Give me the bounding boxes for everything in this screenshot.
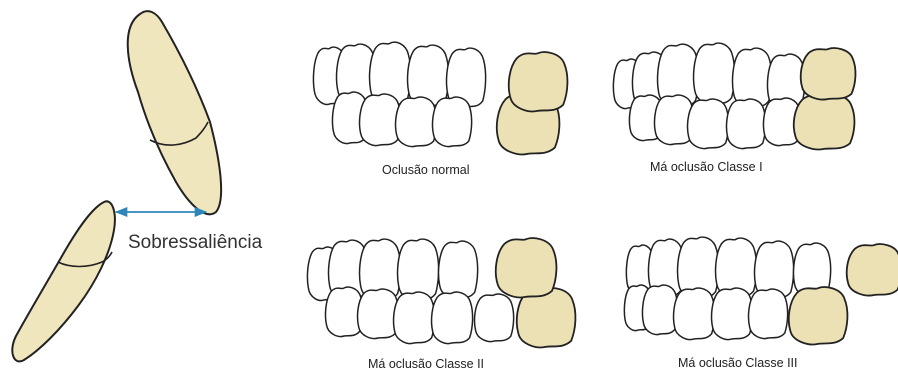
panel-class-ii-malocclusion <box>307 238 575 347</box>
overjet-label: Sobressaliência <box>128 232 262 254</box>
panel-class-i-malocclusion <box>613 43 855 149</box>
lower-tooth <box>727 99 766 148</box>
lower-first-molar-highlight <box>794 94 855 149</box>
lower-tooth <box>712 288 753 339</box>
lower-incisor <box>12 201 115 361</box>
upper-first-molar-highlight <box>847 244 898 295</box>
lower-tooth <box>360 94 401 145</box>
upper-tooth <box>408 45 449 106</box>
lower-tooth <box>433 97 472 146</box>
upper-tooth <box>439 241 478 298</box>
upper-incisor <box>128 11 221 214</box>
upper-tooth <box>398 239 439 300</box>
upper-first-molar-highlight <box>496 238 557 297</box>
caption-normal-occlusion: Oclusão normal <box>382 163 470 177</box>
lower-tooth <box>394 292 435 343</box>
lower-tooth <box>432 292 473 343</box>
lower-tooth <box>688 99 729 148</box>
lower-tooth <box>674 288 715 339</box>
lower-tooth <box>358 289 399 338</box>
lower-first-molar-highlight <box>789 287 848 344</box>
panel-normal-occlusion <box>313 42 567 154</box>
caption-class-i: Má oclusão Classe I <box>650 160 763 174</box>
caption-class-iii: Má oclusão Classe III <box>678 356 798 370</box>
lower-tooth <box>749 289 788 338</box>
caption-class-ii: Má oclusão Classe II <box>368 357 484 371</box>
panel-class-iii-malocclusion <box>624 237 898 344</box>
lower-tooth <box>475 294 514 341</box>
upper-first-molar-highlight <box>801 48 856 99</box>
lower-tooth <box>642 285 677 334</box>
lower-tooth <box>396 97 437 146</box>
incisor-overjet-illustration <box>12 11 221 361</box>
upper-tooth <box>694 43 735 104</box>
upper-first-molar-highlight <box>509 52 568 111</box>
